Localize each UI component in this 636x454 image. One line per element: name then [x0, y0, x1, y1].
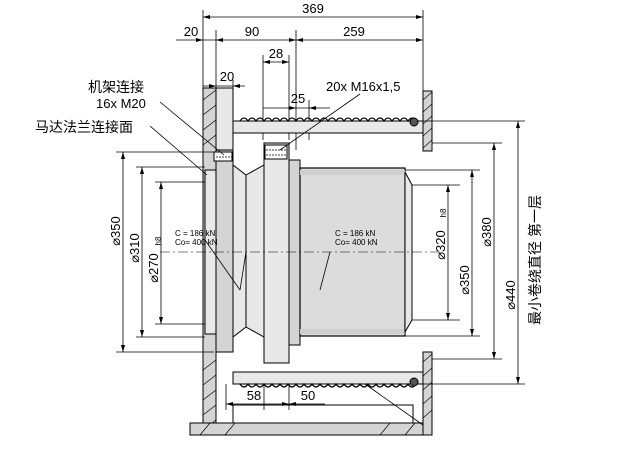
- min-winding-diameter-note: 最小卷绕直径 第一层: [527, 195, 543, 325]
- dia-310-left: ⌀310: [127, 233, 142, 263]
- dim-259: 259: [343, 24, 365, 39]
- label-motor-flange: 马达法兰连接面: [35, 119, 133, 135]
- right-diameters: ⌀320 h8 ⌀350 ⌀380 ⌀440 最小卷绕直径 第一层: [405, 120, 543, 385]
- dia-270-left: ⌀270: [146, 253, 161, 283]
- dim-20-second: 20: [220, 69, 234, 84]
- motor-flange: [204, 149, 247, 353]
- label-frame-bolts: 16x M20: [96, 96, 146, 111]
- dim-58: 58: [247, 388, 261, 403]
- label-thread: 20x M16x1,5: [326, 79, 400, 94]
- load-ratings: C = 186 kN Co= 400 kN C = 186 kN Co= 400…: [175, 229, 378, 247]
- bearing-ring: [245, 142, 301, 364]
- dim-369: 369: [302, 1, 324, 16]
- bottom-dimensions: 58 50: [225, 384, 325, 410]
- top-dimensions: 369 20 90 259 28 20 25: [176, 1, 424, 150]
- dim-25: 25: [291, 91, 305, 106]
- load2-co: Co= 400 kN: [335, 238, 378, 247]
- dia-350-right: ⌀350: [457, 265, 472, 295]
- drum-bottom: [232, 351, 433, 436]
- dia-380-right: ⌀380: [479, 217, 494, 247]
- load1-c: C = 186 kN: [175, 229, 215, 238]
- dia-440-right: ⌀440: [503, 280, 518, 310]
- dim-20-left: 20: [184, 24, 198, 39]
- left-diameters: ⌀350 ⌀310 ⌀270 h8: [108, 151, 214, 353]
- load1-co: Co= 400 kN: [175, 238, 218, 247]
- dim-90: 90: [245, 24, 259, 39]
- dia-350-left: ⌀350: [108, 216, 123, 246]
- dim-50: 50: [301, 388, 315, 403]
- dia-270-tol: h8: [154, 236, 163, 245]
- dim-28: 28: [269, 46, 283, 61]
- label-frame-connection: 机架连接: [88, 79, 144, 95]
- dia-320-right: ⌀320: [433, 230, 448, 260]
- annotations: 机架连接 16x M20 马达法兰连接面 20x M16x1,5: [35, 79, 400, 291]
- load2-c: C = 186 kN: [335, 229, 375, 238]
- dia-320-tol: h8: [439, 208, 448, 217]
